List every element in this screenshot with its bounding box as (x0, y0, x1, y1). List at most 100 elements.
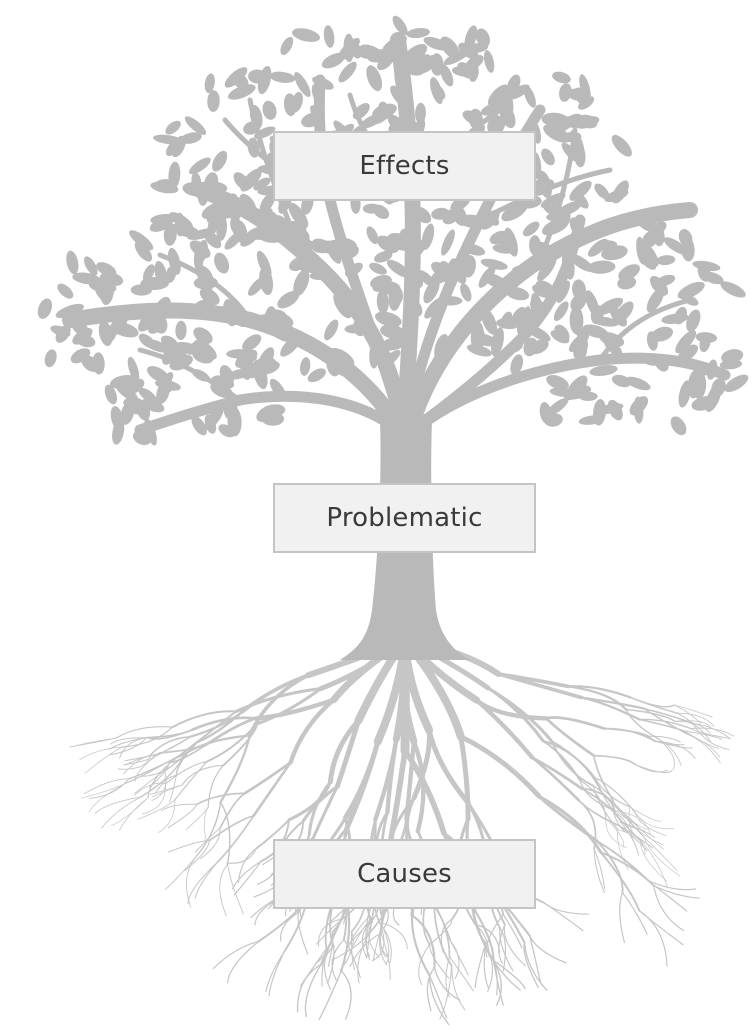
leaf (711, 378, 726, 397)
root (350, 930, 355, 971)
root (227, 940, 260, 984)
leaf (259, 192, 276, 214)
leaf (423, 36, 449, 51)
leaf (559, 83, 572, 102)
root (222, 722, 259, 767)
root (648, 735, 685, 746)
root (470, 903, 495, 962)
root (185, 806, 209, 831)
leaf (291, 28, 321, 42)
leaf (324, 319, 339, 341)
leaf (502, 272, 522, 295)
leaf (483, 50, 495, 73)
root (149, 735, 192, 757)
leaf (55, 324, 71, 343)
leaf (721, 349, 744, 364)
leaf (307, 368, 326, 383)
root (579, 779, 607, 819)
root (154, 735, 192, 757)
root (125, 753, 182, 784)
leaf (72, 272, 101, 285)
leaf (228, 198, 243, 222)
root (470, 903, 493, 960)
root (411, 914, 436, 969)
root (543, 902, 589, 915)
root (411, 727, 432, 801)
leaf (405, 239, 427, 263)
root (234, 687, 323, 713)
leaf (451, 65, 479, 78)
root (255, 818, 290, 850)
leaf (678, 229, 693, 247)
leaf (462, 255, 476, 278)
root (603, 727, 650, 738)
leaf (552, 71, 571, 84)
leaf (636, 236, 647, 265)
root (428, 974, 450, 1026)
leaf (76, 334, 96, 348)
root (380, 923, 390, 966)
leaf (127, 356, 140, 382)
leaf (290, 91, 303, 113)
root (207, 764, 224, 808)
leaf (406, 28, 430, 39)
root (617, 829, 629, 871)
leaf (625, 376, 651, 391)
root (654, 740, 696, 759)
root (168, 775, 177, 803)
leaf (617, 276, 637, 290)
leaf (233, 172, 250, 190)
root (638, 718, 686, 732)
leaf (44, 349, 57, 368)
leaf (310, 105, 325, 126)
root (70, 737, 117, 748)
root (387, 748, 408, 846)
root (537, 794, 603, 854)
root (596, 840, 650, 882)
leaf (207, 90, 220, 112)
leaf (94, 284, 111, 304)
root (247, 673, 311, 738)
leaf (329, 347, 355, 367)
root (634, 764, 669, 773)
leaf (464, 25, 478, 51)
leaf (541, 148, 555, 166)
leaf (380, 324, 405, 339)
root (617, 829, 646, 856)
leaf (475, 28, 490, 48)
leaf (599, 332, 625, 347)
root (648, 735, 681, 743)
root (327, 946, 335, 984)
root (297, 911, 309, 955)
tree-leaves (37, 15, 749, 446)
leaf (387, 232, 416, 250)
root (642, 707, 690, 736)
root (433, 966, 461, 1001)
leaf (227, 407, 242, 437)
leaf (143, 339, 171, 353)
leaf (219, 365, 234, 386)
root (530, 756, 580, 802)
root (544, 716, 606, 730)
root (134, 782, 166, 796)
leaf (199, 287, 220, 306)
leaf (362, 203, 381, 214)
root (474, 942, 487, 989)
leaf (189, 157, 211, 175)
root (381, 922, 408, 950)
root (647, 880, 696, 891)
root (596, 840, 624, 894)
leaf (262, 100, 277, 120)
root (195, 801, 222, 858)
root (165, 856, 197, 890)
root (677, 712, 715, 727)
leaf (481, 308, 498, 335)
root (449, 939, 460, 980)
leaf (134, 241, 153, 262)
leaf (329, 360, 353, 378)
leaf (223, 299, 238, 327)
root (619, 891, 626, 944)
root (653, 884, 685, 932)
root (426, 966, 436, 1012)
leaf (259, 361, 280, 375)
